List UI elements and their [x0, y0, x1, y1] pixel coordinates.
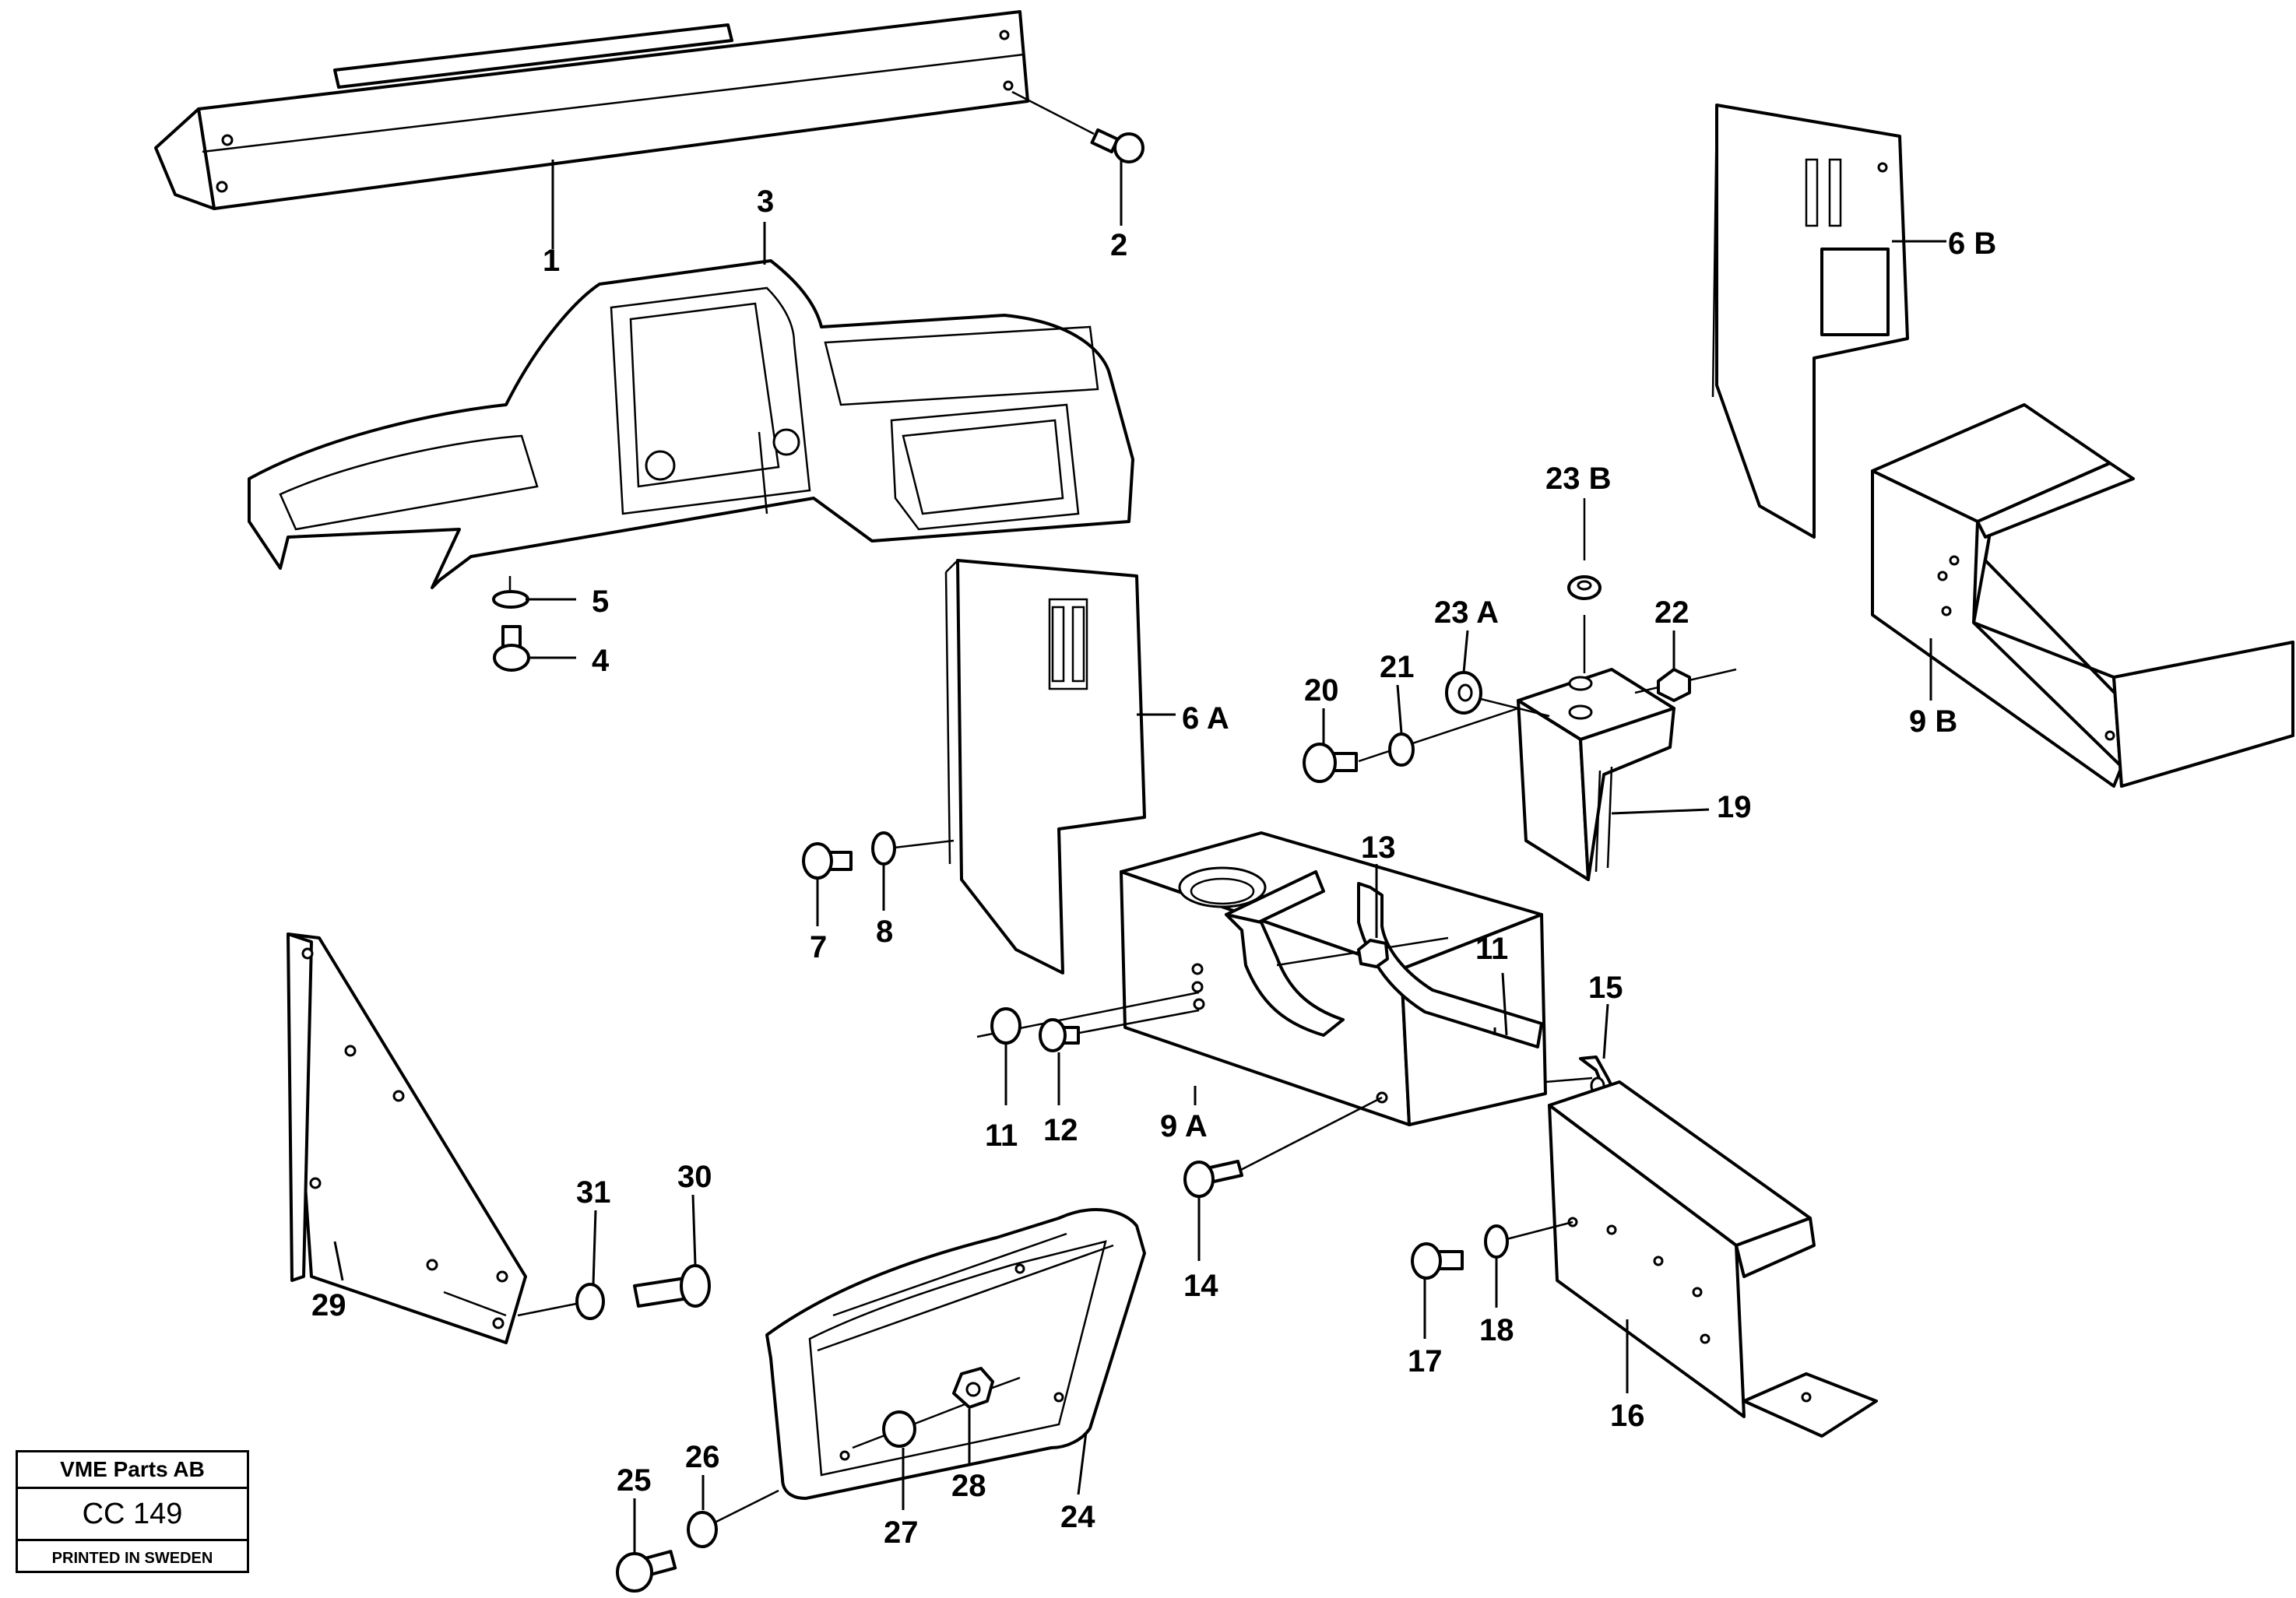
part-14-screw — [1183, 1096, 1383, 1198]
part-28-nut — [952, 1367, 1021, 1409]
part-9A-box — [1120, 831, 1547, 1126]
part-24-glove-box — [765, 1208, 1146, 1500]
part-7-screw — [802, 842, 853, 880]
callout-28: 28 — [951, 1469, 986, 1503]
callout-19: 19 — [1717, 790, 1752, 824]
part-25-screw — [616, 1550, 677, 1593]
callout-12: 12 — [1043, 1113, 1078, 1147]
part-4-screw — [493, 625, 530, 672]
part-30-bolt — [633, 1264, 711, 1308]
callout-29: 29 — [311, 1288, 346, 1322]
title-block: VME Parts AB CC 149 PRINTED IN SWEDEN — [16, 1450, 249, 1573]
part-19-bracket — [1517, 668, 1675, 881]
part-6A-side-panel — [944, 559, 1146, 975]
part-23B-grommet — [1567, 498, 1602, 673]
callout-23B: 23 B — [1545, 462, 1612, 496]
callout-14: 14 — [1183, 1269, 1218, 1303]
part-5-washer — [492, 576, 529, 609]
company-name: VME Parts AB — [18, 1452, 247, 1489]
callout-21: 21 — [1380, 650, 1415, 684]
callout-5: 5 — [592, 585, 609, 619]
callout-11-u-bar: 11 — [1475, 932, 1508, 966]
part-3-dashboard — [248, 259, 1134, 589]
callout-27: 27 — [884, 1515, 919, 1550]
callout-20: 20 — [1304, 673, 1339, 708]
part-31-washer — [517, 1283, 605, 1320]
callout-9A: 9 A — [1160, 1109, 1208, 1143]
callout-17: 17 — [1408, 1344, 1443, 1378]
callout-15: 15 — [1588, 971, 1623, 1005]
callout-labels: 1 2 3 4 5 6 A 6 B 7 8 9 A 9 B 11 11 12 1… — [311, 184, 1996, 1550]
part-17-screw — [1411, 1242, 1464, 1280]
part-18-washer — [1484, 1220, 1573, 1259]
callout-1: 1 — [543, 244, 560, 278]
part-21-washer — [1358, 707, 1519, 767]
part-6B-side-panel — [1711, 104, 1909, 539]
diagram-code: CC 149 — [18, 1489, 247, 1541]
callout-18: 18 — [1479, 1313, 1514, 1347]
part-9B-box — [1871, 403, 2294, 788]
callout-7: 7 — [810, 930, 827, 964]
callout-6A: 6 A — [1182, 701, 1229, 736]
part-11-grommet — [976, 991, 1200, 1045]
leader-lines — [333, 160, 1946, 1553]
part-13-nut — [1276, 936, 1449, 968]
callout-22: 22 — [1654, 595, 1689, 630]
callout-4: 4 — [592, 644, 610, 678]
callout-16: 16 — [1610, 1399, 1645, 1433]
callout-23A: 23 A — [1434, 595, 1499, 630]
callout-30: 30 — [677, 1160, 712, 1194]
part-20-bolt — [1303, 743, 1358, 783]
callout-24: 24 — [1060, 1500, 1095, 1534]
printed-note: PRINTED IN SWEDEN — [51, 1550, 213, 1567]
callout-6B: 6 B — [1948, 227, 1996, 261]
part-8-washer — [871, 831, 955, 866]
callout-8: 8 — [876, 915, 893, 949]
part-1-rail — [154, 10, 1029, 210]
part-27-washer — [852, 1400, 974, 1449]
callout-9B: 9 B — [1909, 704, 1957, 739]
part-12-screw — [1039, 1009, 1200, 1052]
part-16-bracket — [1548, 1080, 1878, 1438]
callout-25: 25 — [617, 1463, 652, 1498]
callout-26: 26 — [685, 1440, 720, 1474]
callout-31: 31 — [576, 1175, 611, 1210]
callout-2: 2 — [1110, 228, 1127, 262]
part-26-washer — [687, 1489, 779, 1548]
callout-3: 3 — [757, 184, 774, 219]
part-2-screw — [1011, 90, 1144, 163]
part-29-bracket — [287, 932, 527, 1344]
callout-13: 13 — [1361, 831, 1396, 865]
callout-11-grommet: 11 — [985, 1119, 1018, 1153]
